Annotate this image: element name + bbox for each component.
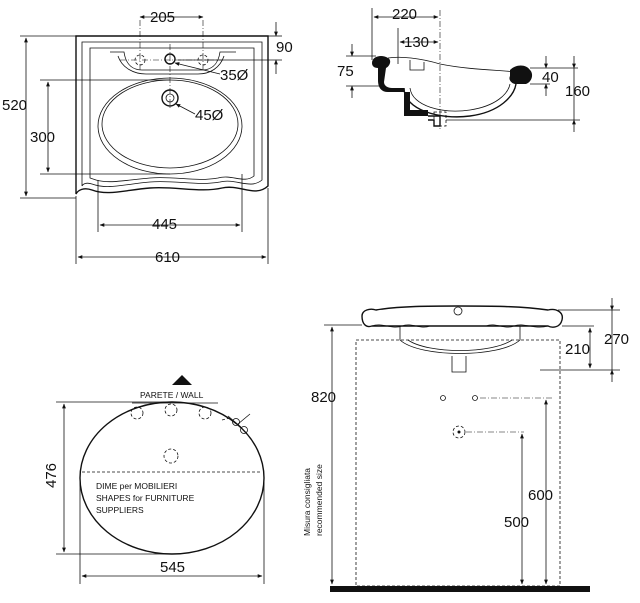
basin-rim-line [89,47,255,183]
installation-view: 600 500 820 Misura consigliata recommend… [302,298,629,592]
dim-545-label: 545 [160,559,185,576]
section-waste-pipe [404,92,428,116]
scissors-icon [221,413,251,434]
dim-75-label: 75 [337,63,354,80]
wall-arrow-icon [172,375,192,385]
installed-basin [361,305,563,328]
tap-deck-inner [117,55,225,75]
dim-45-label: 45Ø [195,107,224,124]
dim-205-label: 205 [150,9,175,26]
template-outline [79,401,265,555]
dim-500-label: 500 [504,514,529,531]
dim-35-label: 35Ø [220,67,249,84]
shapes-label-line2: SHAPES for FURNITURE [96,493,195,503]
dim-600-label: 600 [528,487,553,504]
cabinet-outline [355,339,561,587]
dim-210-label: 210 [565,341,590,358]
floor [330,586,590,592]
dim-160-label: 160 [565,83,590,100]
shapes-label-line1: DIME per MOBILIERI [96,481,177,491]
dim-820-label: 820 [311,389,336,406]
overflow-icon [453,306,463,316]
dim-610-label: 610 [155,249,180,266]
wall-label: PARETE / WALL [140,390,204,400]
dim-300-label: 300 [30,129,55,146]
shapes-label-line3: SUPPLIERS [96,505,144,515]
basin-outline-inner [81,41,263,187]
recommended-label-line1: Misura consigliata [302,468,312,536]
dim-220-label: 220 [392,6,417,23]
dim-270-label: 270 [604,331,629,348]
dim-520-label: 520 [2,97,27,114]
section-rear-wall [372,55,404,92]
dim-40-label: 40 [542,69,559,86]
recommended-label-line2: recommended size [314,464,324,536]
dim-445-label: 445 [152,216,177,233]
basin-outline-outer [75,35,269,195]
dim-130-label: 130 [404,34,429,51]
section-view: 220 130 75 40 160 [337,6,590,132]
template-view: PARETE / WALL DIME per MOBILIERI SHAPES … [43,375,265,584]
section-front-rim [509,65,533,84]
dim-476-label: 476 [43,463,60,488]
dim-90-label: 90 [276,39,293,56]
top-view: 205 90 35Ø 45Ø 520 300 445 610 [2,9,293,266]
